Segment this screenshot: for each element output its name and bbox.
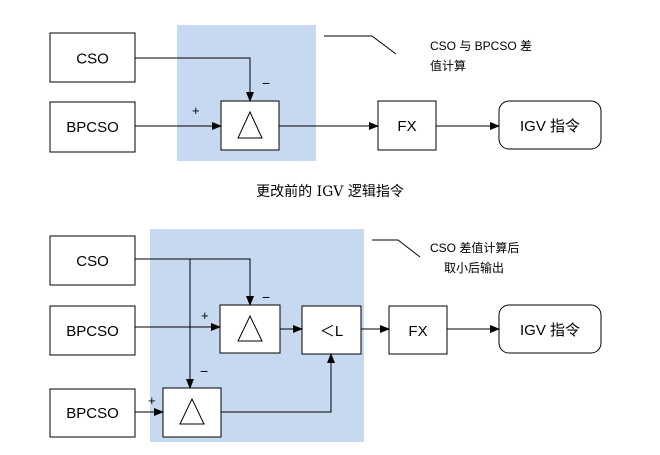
bottom-output-label: IGV 指令 xyxy=(520,322,580,339)
bottom-bpcso-label-1: BPCSO xyxy=(66,323,119,340)
bottom-min-block: ＜L xyxy=(301,305,362,355)
bottom-delta-symbol-2 xyxy=(179,397,205,425)
bottom-delta2-to-min-line xyxy=(221,353,335,413)
bottom-minus-sign-1: − xyxy=(262,289,270,305)
bottom-min-label: ＜L xyxy=(320,323,343,340)
top-output-label: IGV 指令 xyxy=(520,118,580,135)
bottom-cso-label: CSO xyxy=(76,253,109,270)
top-bpcso-block: BPCSO xyxy=(49,101,136,153)
top-caption: 更改前的 IGV 逻辑指令 xyxy=(256,183,404,200)
bottom-bpcso-block-2: BPCSO xyxy=(49,388,136,438)
bottom-delta-block-1 xyxy=(219,304,281,354)
top-minus-sign: − xyxy=(262,75,270,91)
top-note-line2: 值计算 xyxy=(430,58,466,73)
top-bpcso-label: BPCSO xyxy=(66,119,119,136)
top-output-block: IGV 指令 xyxy=(498,100,602,150)
top-cso-to-delta-line xyxy=(135,57,254,102)
bottom-delta-symbol-1 xyxy=(237,314,263,342)
bottom-plus-sign-2: + xyxy=(148,393,156,408)
top-cso-block: CSO xyxy=(49,32,136,83)
bottom-note-line2: 取小后输出 xyxy=(444,260,504,275)
top-cso-label: CSO xyxy=(76,51,109,68)
bottom-note-line1: CSO 差值计算后 xyxy=(430,240,519,255)
bottom-fx-label: FX xyxy=(408,323,427,340)
bottom-output-block: IGV 指令 xyxy=(498,304,602,354)
top-fx-label: FX xyxy=(397,118,416,135)
top-delta-symbol xyxy=(237,110,263,139)
top-fx-block: FX xyxy=(377,100,437,151)
top-note-leader-line xyxy=(324,35,397,55)
bottom-bpcso-label-2: BPCSO xyxy=(66,405,119,422)
bottom-delta-block-2 xyxy=(162,387,222,438)
top-note-line1: CSO 与 BPCSO 差 xyxy=(430,39,532,53)
bottom-cso-block: CSO xyxy=(49,235,136,286)
bottom-cso-to-delta1-line xyxy=(135,258,254,306)
bottom-fx-block: FX xyxy=(388,305,448,355)
top-delta-block xyxy=(220,100,280,151)
bottom-bpcso-block-1: BPCSO xyxy=(49,305,136,356)
bottom-minus-sign-2: − xyxy=(200,363,208,379)
bottom-plus-sign-1: + xyxy=(201,308,209,323)
top-plus-sign: + xyxy=(192,103,200,118)
bottom-note-leader-line xyxy=(372,239,421,258)
